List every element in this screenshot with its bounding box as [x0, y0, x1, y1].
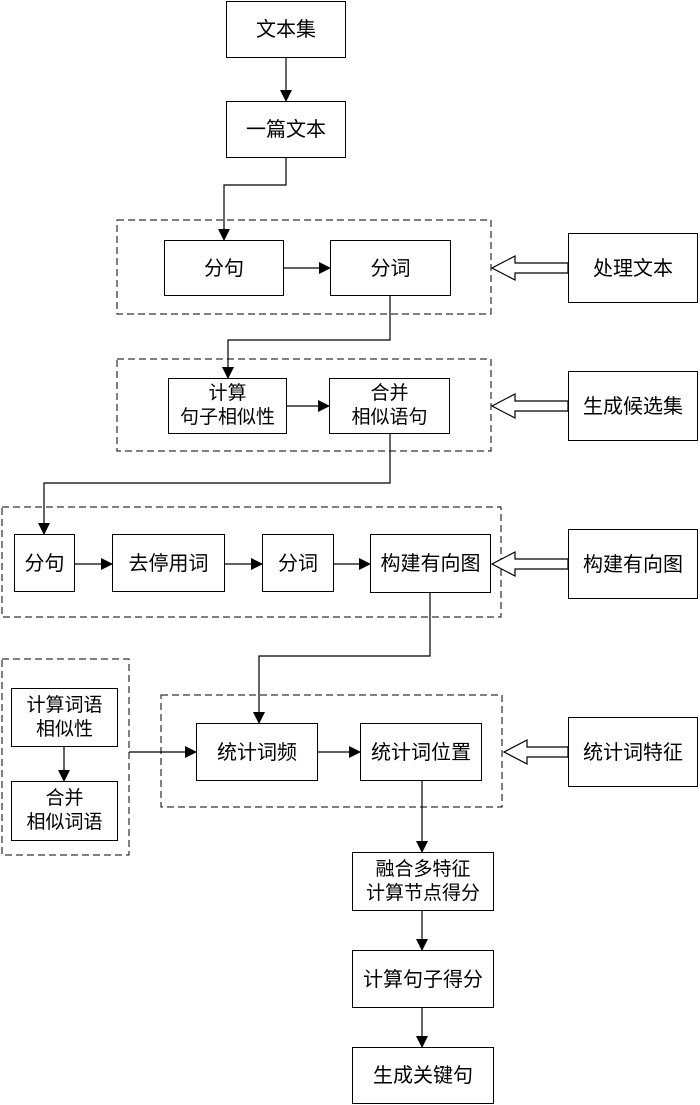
node-key-sentences: 生成关键句 — [352, 1047, 494, 1104]
hollow-arrow-gen-candidates — [490, 393, 569, 419]
node-key-sentences-label: 生成关键句 — [373, 1063, 473, 1087]
node-sentence-score-label: 计算句子得分 — [363, 966, 483, 991]
node-word-frequency: 统计词频 — [196, 723, 318, 781]
node-process-text: 处理文本 — [568, 233, 698, 303]
node-build-graph-label-text: 构建有向图 — [583, 551, 683, 576]
node-merge-sentences-line1: 合并 — [370, 382, 409, 405]
node-word-position-label: 统计词位置 — [371, 739, 471, 764]
node-gen-candidates-label: 生成候选集 — [583, 393, 683, 418]
node-split-sentence-2: 分句 — [14, 534, 75, 592]
group-candidate-generation — [116, 358, 492, 452]
node-fuse-features-line1: 融合多特征 — [375, 857, 471, 880]
connectors — [38, 58, 431, 1048]
node-text-set-label: 文本集 — [256, 17, 316, 41]
node-calc-similarity-line1: 计算 — [208, 382, 247, 405]
node-fuse-features-line2: 计算节点得分 — [365, 881, 480, 904]
node-remove-stopwords: 去停用词 — [112, 534, 225, 592]
node-segment-1-label: 分词 — [370, 255, 411, 280]
hollow-arrow-build-graph — [490, 551, 569, 577]
node-merge-words-line1: 合并 — [45, 787, 84, 810]
node-merge-sentences-line2: 相似语句 — [351, 406, 428, 428]
node-split-sentence-2-label: 分句 — [24, 550, 65, 575]
node-merge-words-line2: 相似词语 — [26, 811, 103, 833]
node-word-similarity: 计算词语 相似性 — [11, 688, 118, 747]
node-sentence-score: 计算句子得分 — [352, 950, 494, 1008]
hollow-arrow-word-features — [502, 739, 569, 765]
node-segment-2: 分词 — [262, 534, 334, 592]
node-merge-similar-words: 合并 相似词语 — [11, 781, 118, 841]
node-remove-stopwords-label: 去停用词 — [128, 550, 209, 575]
node-gen-candidates: 生成候选集 — [568, 371, 698, 441]
node-build-graph-label: 构建有向图 — [568, 529, 698, 599]
arrow-graph-to-wordfreq — [253, 593, 431, 724]
node-split-sentence-1-label: 分句 — [204, 255, 244, 280]
node-merge-similar-sentences: 合并 相似语句 — [329, 378, 450, 434]
node-calc-sentence-similarity: 计算 句子相似性 — [168, 378, 287, 434]
group-text-processing — [116, 219, 492, 315]
node-build-graph-inner: 构建有向图 — [370, 534, 491, 593]
group-word-features — [160, 694, 503, 808]
node-one-text-label: 一篇文本 — [246, 117, 326, 141]
group-word-similarity — [1, 658, 130, 856]
hollow-arrow-process-text — [490, 255, 569, 281]
node-text-set: 文本集 — [226, 1, 346, 58]
node-process-text-label: 处理文本 — [593, 255, 673, 280]
arrow-segment-to-similarity — [222, 296, 391, 379]
node-split-sentence-1: 分句 — [164, 240, 284, 296]
node-word-frequency-label: 统计词频 — [217, 739, 297, 764]
node-word-similarity-line2: 相似性 — [35, 717, 93, 740]
arrow-onetext-to-split — [218, 158, 287, 241]
node-word-features: 统计词特征 — [568, 717, 698, 787]
node-segment-1: 分词 — [330, 240, 451, 296]
node-one-text: 一篇文本 — [226, 101, 346, 158]
node-calc-similarity-line2: 句子相似性 — [179, 406, 275, 428]
node-segment-2-label: 分词 — [278, 550, 318, 575]
node-word-features-label: 统计词特征 — [583, 739, 683, 764]
node-word-similarity-line1: 计算词语 — [26, 693, 103, 716]
arrow-merge-to-split2 — [38, 434, 391, 535]
node-fuse-features: 融合多特征 计算节点得分 — [352, 852, 494, 911]
node-build-graph-inner-label: 构建有向图 — [380, 551, 481, 575]
node-word-position: 统计词位置 — [360, 723, 482, 781]
hollow-arrows — [490, 255, 569, 765]
